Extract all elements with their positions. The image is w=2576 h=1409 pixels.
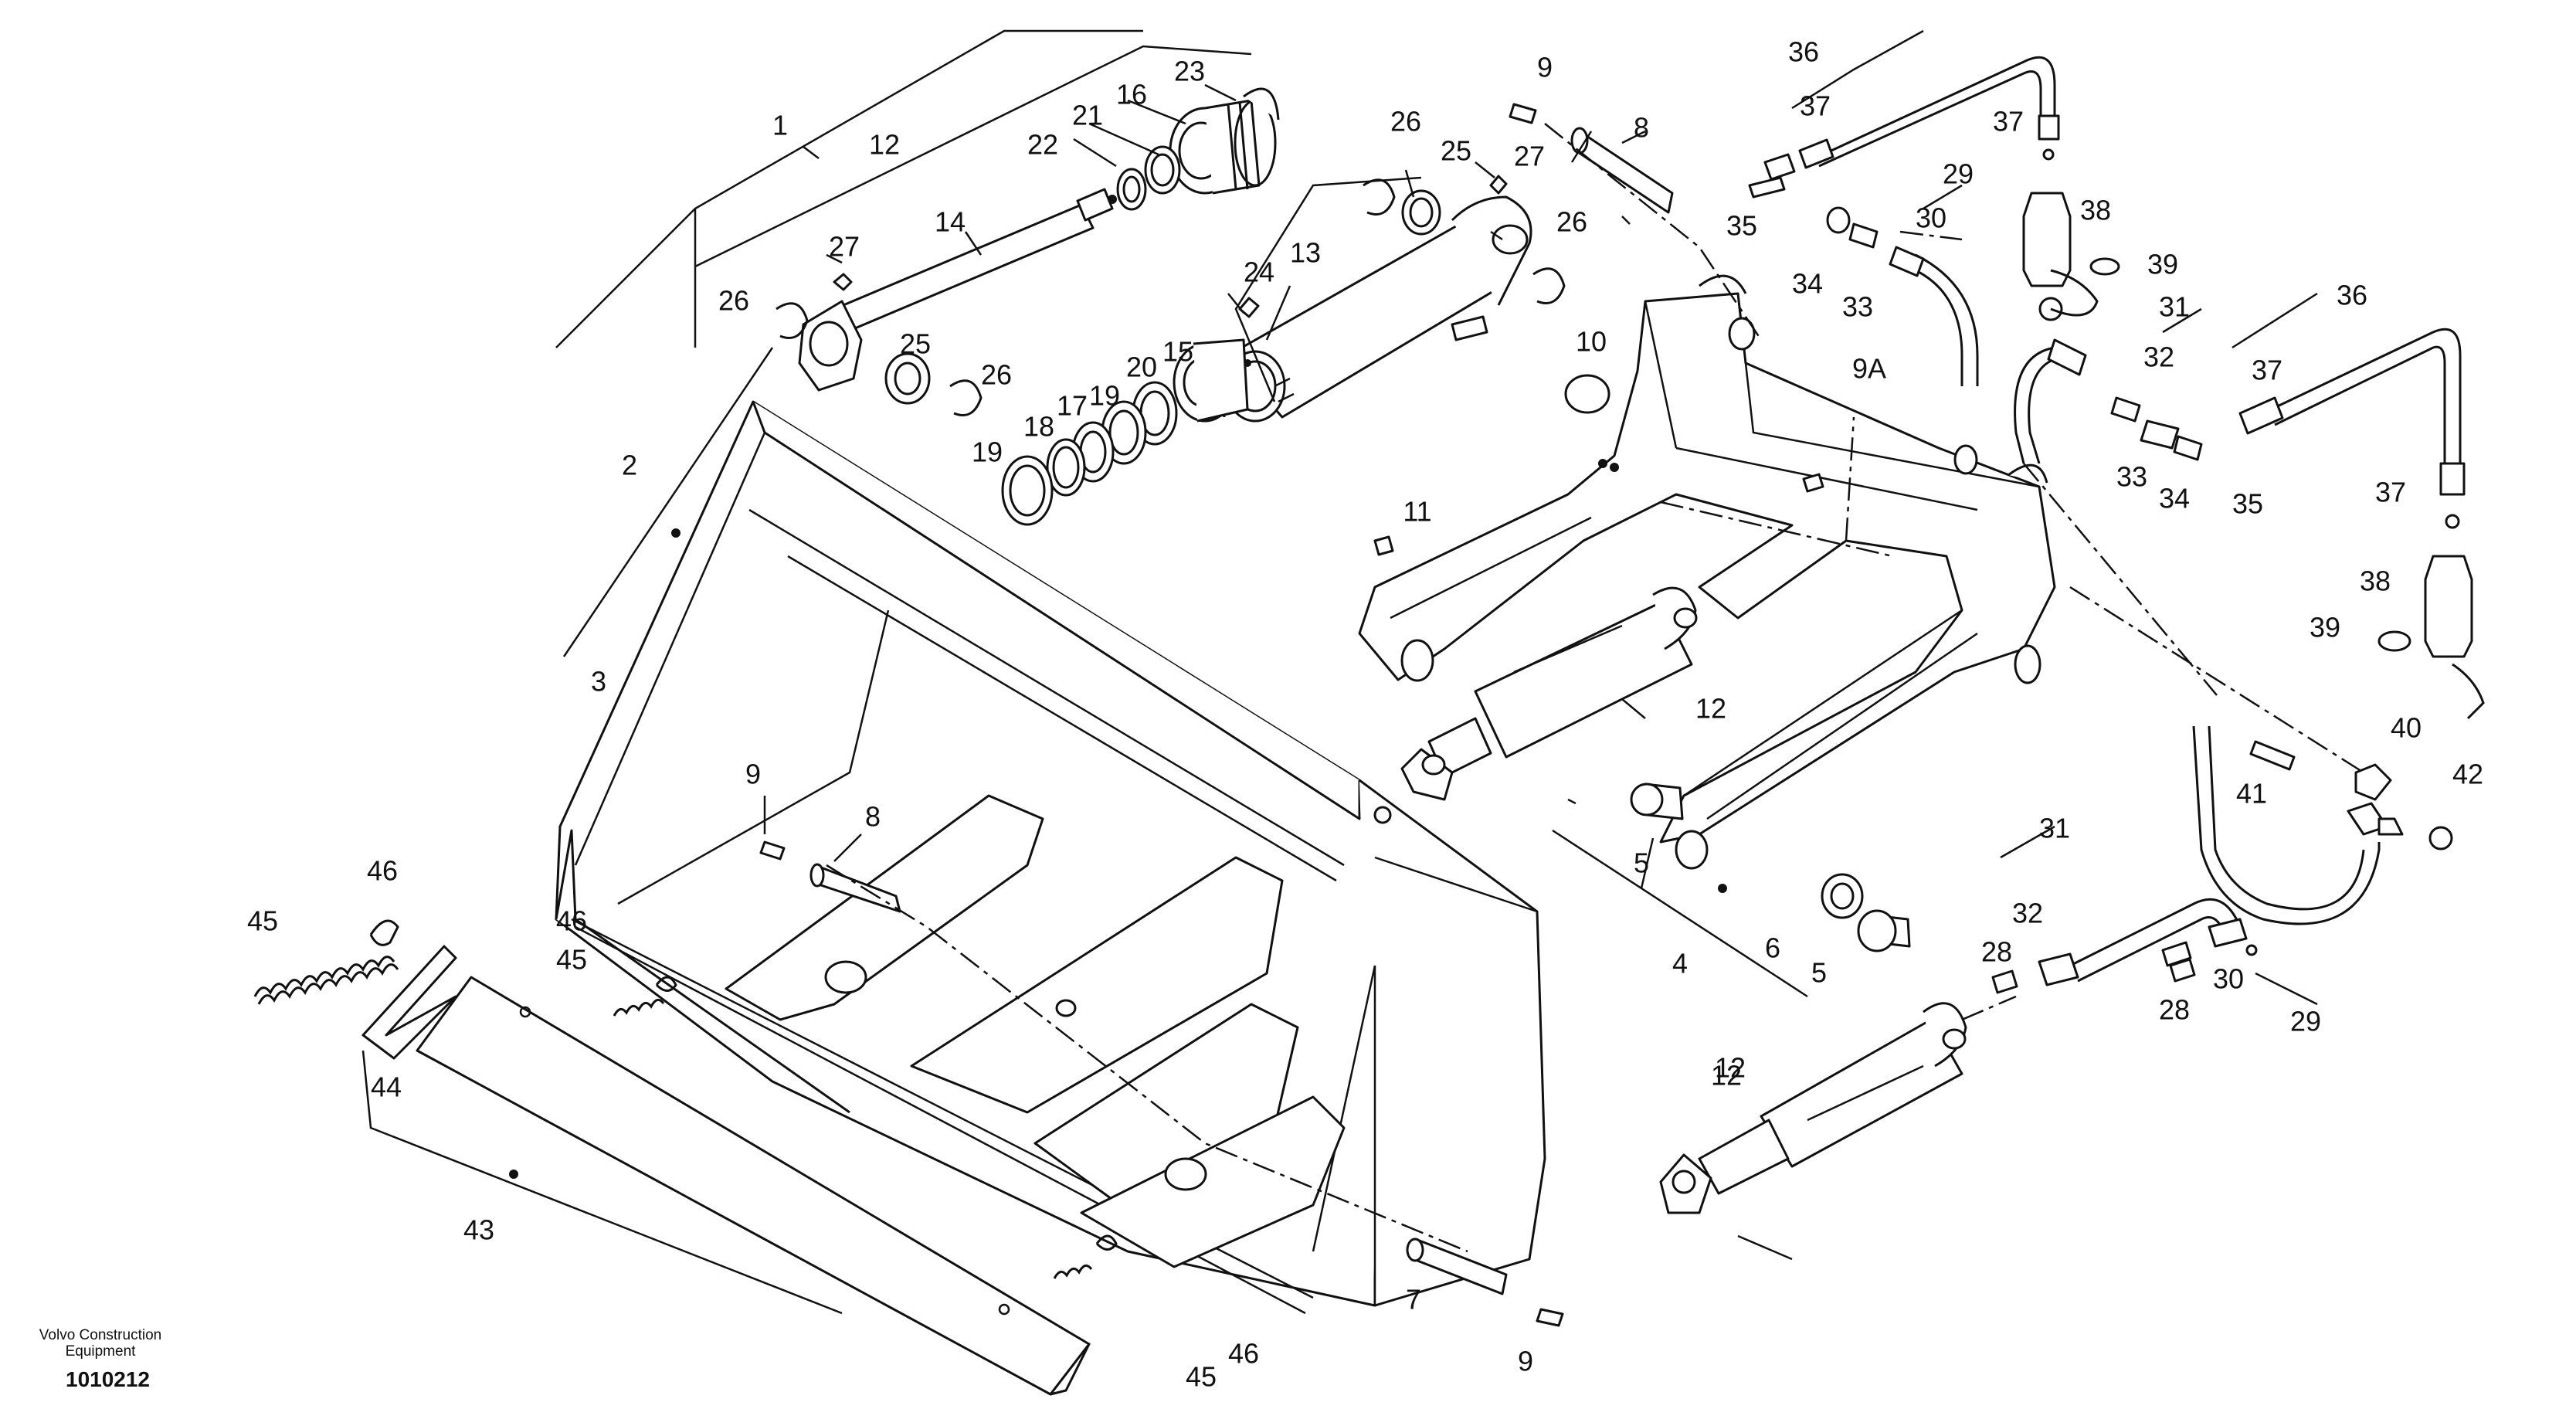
callout-10: 10 xyxy=(1576,326,1607,358)
callout-38-top: 38 xyxy=(2080,195,2111,226)
callout-9-bottom: 9 xyxy=(1518,1346,1533,1377)
callout-4: 4 xyxy=(1672,948,1688,980)
callout-29-top: 29 xyxy=(1943,158,1974,190)
brand-caption: Volvo Construction Equipment xyxy=(39,1327,162,1360)
callout-3: 3 xyxy=(591,666,606,698)
callout-20: 20 xyxy=(1126,351,1157,383)
seals-and-gland xyxy=(776,87,1566,526)
callout-9-top: 9 xyxy=(1537,52,1553,83)
callout-39-right: 39 xyxy=(2310,612,2340,643)
callout-16: 16 xyxy=(1116,79,1147,110)
callout-5-right: 5 xyxy=(1811,957,1827,989)
callout-44: 44 xyxy=(371,1071,402,1103)
callout-36-right: 36 xyxy=(2337,280,2367,311)
top-pin-assembly xyxy=(1373,103,1893,558)
bushings xyxy=(1630,783,1911,952)
callout-35-top: 35 xyxy=(1726,210,1757,242)
callout-28-right: 28 xyxy=(2159,994,2190,1026)
callout-45-left: 45 xyxy=(247,905,278,937)
drawing-number: 1010212 xyxy=(66,1367,151,1391)
callout-9A: 9A xyxy=(1852,353,1886,385)
callout-2: 2 xyxy=(622,450,637,481)
callout-33-top: 33 xyxy=(1842,291,1873,323)
callout-26-cyl-left: 26 xyxy=(1390,106,1421,138)
callout-25-cyl: 25 xyxy=(1441,135,1471,167)
callout-34-right: 34 xyxy=(2159,483,2190,514)
callout-37-top-left: 37 xyxy=(1800,90,1831,122)
callout-8-bucket: 8 xyxy=(865,801,881,833)
callout-15: 15 xyxy=(1162,336,1193,368)
callout-12-mid: 12 xyxy=(1695,693,1726,725)
callout-labels: 1 12 23 16 21 22 14 27 26 25 26 13 24 15… xyxy=(247,36,2483,1393)
callout-19-a: 19 xyxy=(1089,380,1120,412)
bucket xyxy=(555,400,1546,1315)
callout-32-top: 32 xyxy=(2143,341,2174,373)
callout-9-bucket: 9 xyxy=(745,759,761,790)
callout-12-bottom: 12 xyxy=(1715,1052,1746,1084)
callout-46-left: 46 xyxy=(367,855,398,887)
callout-35-right: 35 xyxy=(2232,488,2263,520)
bucket-pin-assembly xyxy=(759,840,1564,1327)
callout-31-top: 31 xyxy=(2159,291,2190,323)
callout-23: 23 xyxy=(1174,56,1205,87)
callout-27-cyl: 27 xyxy=(1514,141,1545,172)
callout-46-bottom: 46 xyxy=(1228,1338,1259,1370)
callout-37-right-bottom: 37 xyxy=(2375,477,2406,508)
callout-40: 40 xyxy=(2391,712,2422,744)
callout-24: 24 xyxy=(1244,256,1274,288)
callout-26-cyl-right: 26 xyxy=(1556,206,1587,238)
callout-13: 13 xyxy=(1290,237,1321,269)
cylinder-rod xyxy=(798,188,1117,392)
callout-18: 18 xyxy=(1023,411,1054,443)
callout-21: 21 xyxy=(1072,100,1103,131)
callout-33-right: 33 xyxy=(2116,461,2147,493)
callout-32-bottom: 32 xyxy=(2012,898,2043,929)
callout-42: 42 xyxy=(2452,759,2483,790)
callout-41: 41 xyxy=(2236,778,2267,810)
callout-30-bottom: 30 xyxy=(2213,963,2244,995)
callout-38-right: 38 xyxy=(2360,565,2391,597)
callout-12-lower: 12 xyxy=(1711,1060,1742,1092)
callout-45-mid: 45 xyxy=(556,944,587,976)
callout-36-top: 36 xyxy=(1788,36,1819,68)
callout-45-bottom: 45 xyxy=(1186,1361,1217,1393)
lift-arm-frame xyxy=(1358,274,2056,893)
callout-34-top: 34 xyxy=(1792,268,1823,300)
callout-25-left: 25 xyxy=(900,328,931,360)
cylinder-middle xyxy=(1400,586,1698,801)
leader-lines xyxy=(763,83,1793,1261)
callout-19-b: 19 xyxy=(972,436,1003,468)
callout-31-bottom: 31 xyxy=(2039,813,2070,844)
callout-39-top: 39 xyxy=(2147,249,2178,280)
callout-22: 22 xyxy=(1027,129,1058,161)
callout-1: 1 xyxy=(772,110,788,141)
callout-26-left: 26 xyxy=(718,285,749,317)
callout-11: 11 xyxy=(1403,496,1431,528)
callout-37-right-top: 37 xyxy=(2252,355,2282,386)
callout-5-left: 5 xyxy=(1634,847,1649,879)
hydraulic-lines xyxy=(1748,56,2485,994)
callout-43: 43 xyxy=(463,1214,494,1246)
pin-lock-parts xyxy=(253,919,1118,1279)
callout-29-bottom: 29 xyxy=(2290,1006,2321,1037)
callout-37-top-right: 37 xyxy=(1993,106,2024,138)
callout-28-left: 28 xyxy=(1981,936,2012,968)
callout-46-mid: 46 xyxy=(556,905,587,937)
cylinder-barrel xyxy=(1224,195,1532,423)
callout-7: 7 xyxy=(1406,1284,1421,1316)
group-brackets xyxy=(361,29,2318,1315)
callout-30-top: 30 xyxy=(1916,202,1946,234)
cylinder-lower xyxy=(1659,995,2017,1214)
callout-27-left: 27 xyxy=(829,231,860,263)
callout-6: 6 xyxy=(1765,932,1780,964)
edge-plate xyxy=(416,976,1091,1396)
callout-12-top: 12 xyxy=(869,129,900,161)
callout-14: 14 xyxy=(935,206,966,238)
callout-8-top: 8 xyxy=(1634,112,1649,144)
callout-26-mid: 26 xyxy=(981,359,1012,391)
callout-17: 17 xyxy=(1057,390,1088,422)
